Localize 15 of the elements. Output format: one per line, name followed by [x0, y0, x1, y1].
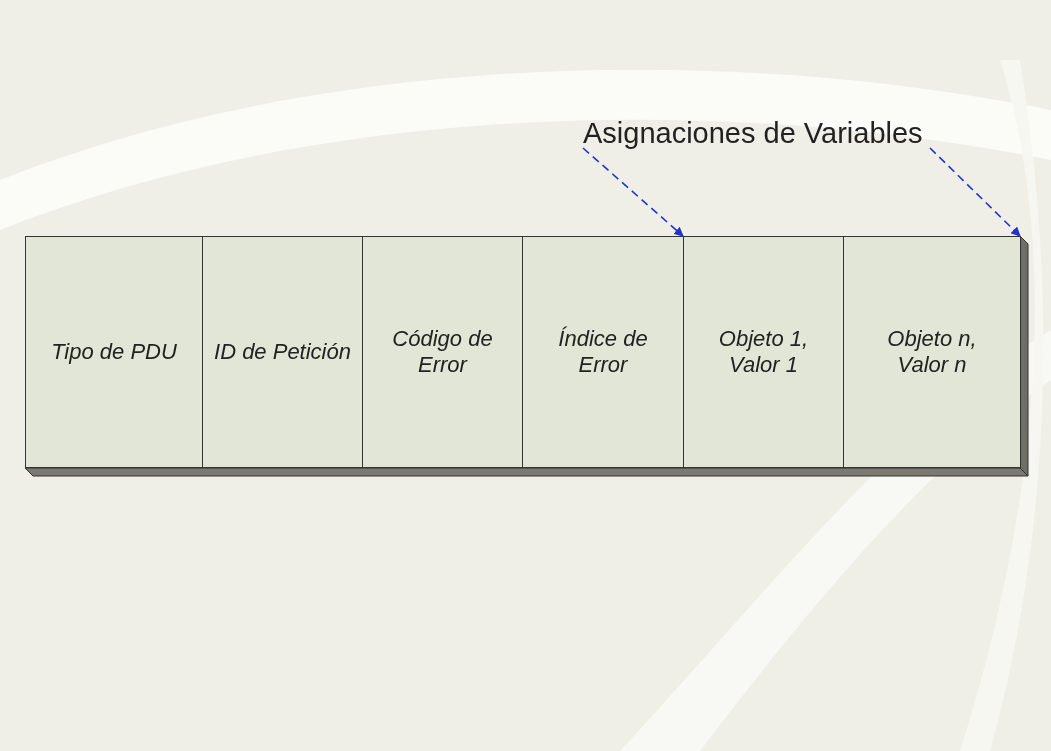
field-name: Tipo de PDU — [50, 338, 178, 366]
field-cell — [25, 236, 203, 468]
field-cell — [202, 236, 363, 468]
dashed-arrow — [929, 147, 1021, 237]
field-name: Índice de Error — [557, 325, 649, 379]
field-cell — [683, 236, 844, 468]
field-name: Objeto n, Valor n — [886, 325, 978, 379]
field-cell — [362, 236, 523, 468]
field-cell — [522, 236, 684, 468]
field-name: ID de Petición — [213, 338, 352, 366]
annotation-label: Asignaciones de Variables — [583, 117, 923, 149]
field-name: Código de Error — [391, 325, 494, 379]
field-name: Objeto 1, Valor 1 — [717, 325, 810, 379]
dashed-arrow — [582, 147, 684, 237]
field-cell — [843, 236, 1021, 468]
